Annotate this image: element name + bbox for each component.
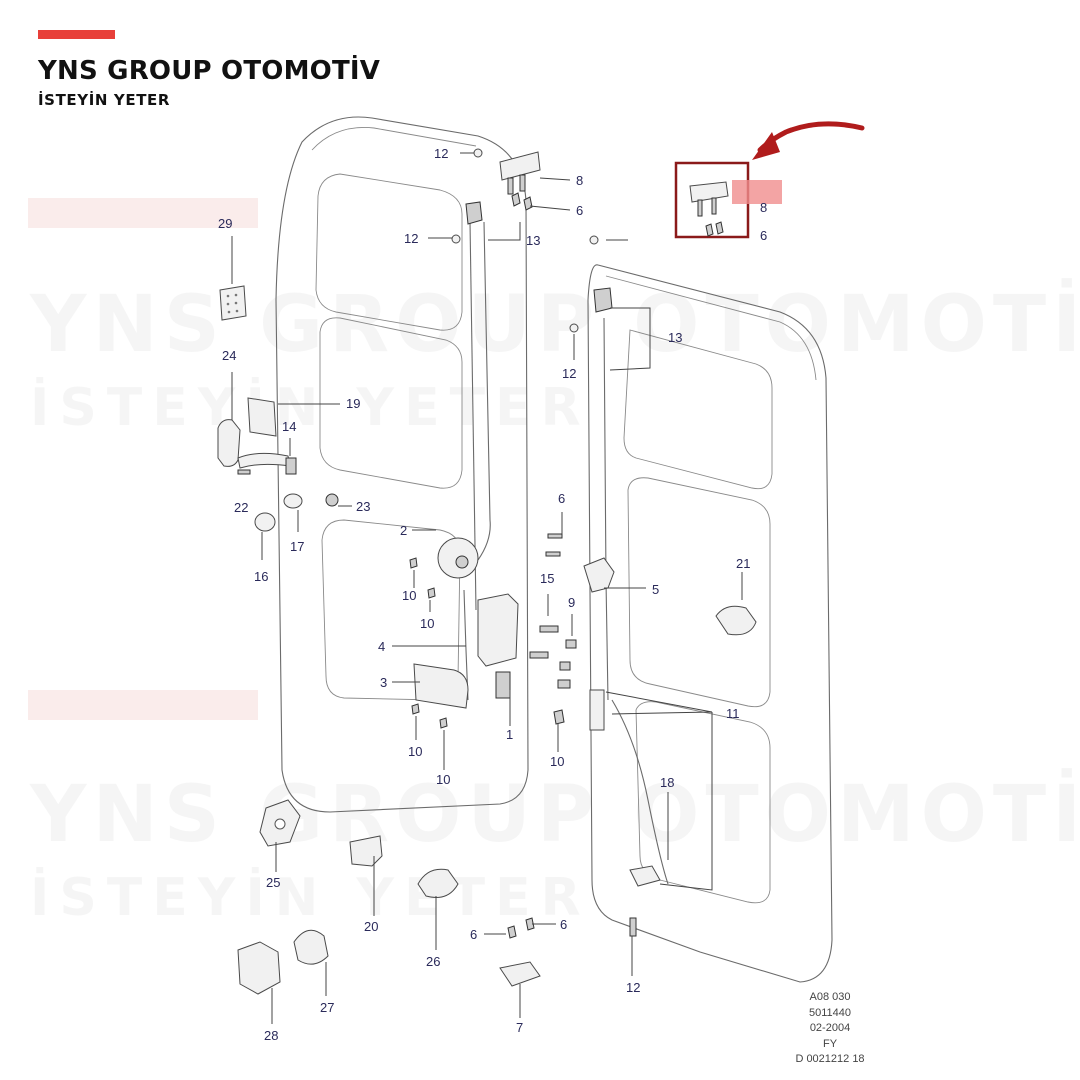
part-label: 13 <box>526 233 540 248</box>
part-label: 6 <box>558 491 565 506</box>
right-door-outline <box>587 264 833 983</box>
part-label: 10 <box>402 588 416 603</box>
part-label: 28 <box>264 1028 278 1043</box>
part-label: 12 <box>404 231 418 246</box>
part-label: 9 <box>568 595 575 610</box>
rods <box>463 221 669 885</box>
stamp-line: D 0021212 18 <box>795 1053 865 1065</box>
left-door-outline <box>275 116 529 813</box>
stamp-line: FY <box>822 1037 838 1050</box>
part-label: 7 <box>516 1020 523 1035</box>
part-label: 21 <box>736 556 750 571</box>
part-label: 14 <box>282 419 296 434</box>
part-label: 18 <box>660 775 674 790</box>
part-label: 6 <box>470 927 477 942</box>
part-label: 12 <box>562 366 576 381</box>
highlight-inset <box>674 121 865 239</box>
part-label: 22 <box>234 500 248 515</box>
brand-accent-bar <box>38 30 115 39</box>
inset-part-label: 8 <box>760 200 767 215</box>
part-label: 19 <box>346 396 360 411</box>
part-label: 5 <box>652 582 659 597</box>
part-label: 4 <box>378 639 385 654</box>
part-label: 25 <box>266 875 280 890</box>
part-label: 12 <box>434 146 448 161</box>
part-label: 6 <box>576 203 583 218</box>
stamp-line: A08 030 <box>809 991 851 1003</box>
part-label: 16 <box>254 569 268 584</box>
part-label: 17 <box>290 539 304 554</box>
part-label: 12 <box>626 980 640 995</box>
drawing-stamp: A08 030 5011440 02-2004 FY D 0021212 18 <box>775 990 885 1068</box>
part-label: 26 <box>426 954 440 969</box>
part-label: 6 <box>560 917 567 932</box>
part-label: 20 <box>364 919 378 934</box>
stamp-line: 5011440 <box>808 1006 851 1019</box>
part-label: 10 <box>420 616 434 631</box>
part-labels: 12 8 6 13 12 29 13 24 19 12 14 22 23 17 … <box>218 146 767 1043</box>
watermark-band <box>28 198 258 228</box>
part-label: 1 <box>506 727 513 742</box>
inset-part-label: 6 <box>760 228 767 243</box>
brand-tagline: İSTEYİN YETER <box>38 91 171 109</box>
part-label: 3 <box>380 675 387 690</box>
part-label: 23 <box>356 499 370 514</box>
watermark-band <box>28 690 258 720</box>
part-label: 10 <box>436 772 450 787</box>
part-label: 10 <box>408 744 422 759</box>
leader-lines <box>231 152 743 1024</box>
brand-title: YNS GROUP OTOMOTİV <box>38 56 381 86</box>
part-label: 29 <box>218 216 232 231</box>
stamp-line: 02-2004 <box>809 1022 851 1034</box>
parts <box>217 148 757 995</box>
part-label: 8 <box>576 173 583 188</box>
part-label: 27 <box>320 1000 334 1015</box>
part-label: 10 <box>550 754 564 769</box>
part-label: 11 <box>726 706 740 721</box>
part-label: 2 <box>400 523 407 538</box>
part-label: 24 <box>222 348 236 363</box>
part-label: 15 <box>540 571 554 586</box>
part-label: 13 <box>668 330 682 345</box>
